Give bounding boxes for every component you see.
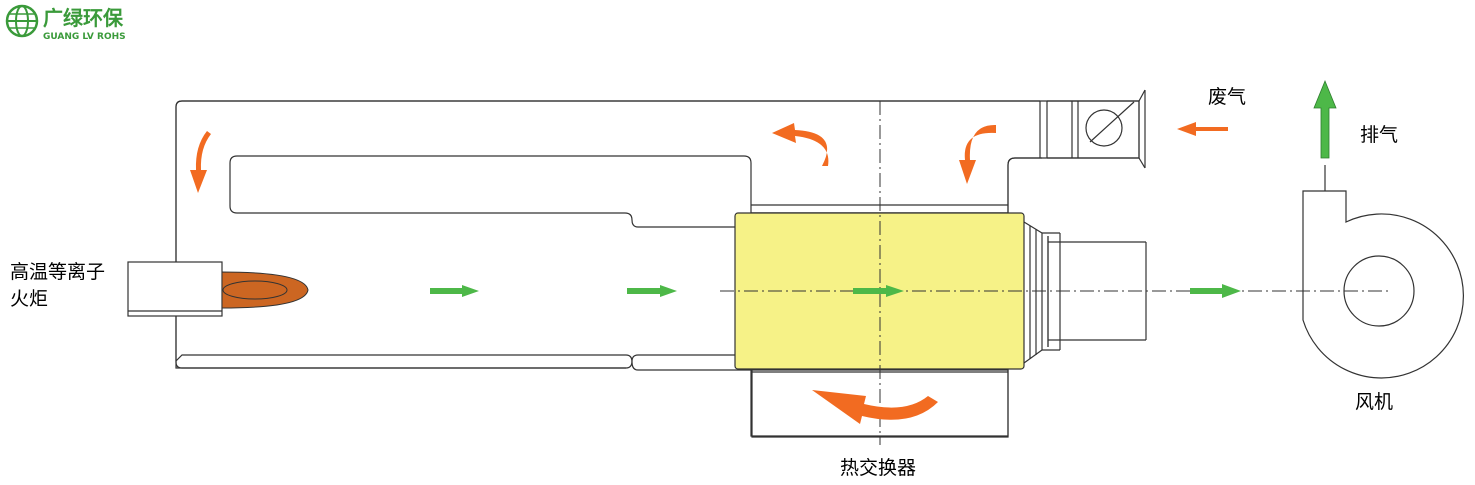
orange-circulation-arrows bbox=[190, 122, 1228, 424]
logo: 广绿环保 GUANG LV ROHS bbox=[5, 4, 126, 42]
flow-arrow-right bbox=[627, 285, 677, 297]
exhaust-arrow-up bbox=[1313, 79, 1337, 159]
circulation-arrow bbox=[812, 390, 938, 424]
torch-label-line1: 高温等离子 bbox=[10, 261, 105, 283]
globe-icon bbox=[5, 4, 39, 38]
duct-outer-loop bbox=[175, 100, 1040, 369]
flow-arrow-right bbox=[853, 285, 904, 297]
circulation-arrow bbox=[190, 131, 211, 193]
circulation-arrow bbox=[772, 123, 829, 166]
outlet-duct bbox=[1023, 221, 1147, 364]
heat-exchanger-label: 热交换器 bbox=[840, 457, 916, 479]
circulation-arrow bbox=[959, 124, 996, 184]
plasma-torch bbox=[127, 261, 223, 317]
circulation-arrow bbox=[1177, 122, 1228, 136]
duct-inner-passage bbox=[229, 155, 752, 228]
logo-subtitle: GUANG LV ROHS bbox=[43, 32, 126, 42]
green-flow-arrows bbox=[430, 79, 1337, 298]
exhaust-label: 排气 bbox=[1360, 124, 1398, 146]
torch-label-line2: 火炬 bbox=[10, 288, 48, 310]
waste-gas-label: 废气 bbox=[1208, 86, 1246, 108]
logo-title: 广绿环保 bbox=[43, 6, 124, 30]
damper-valve-icon bbox=[1039, 89, 1146, 169]
fan-label: 风机 bbox=[1355, 391, 1393, 413]
flame bbox=[221, 271, 309, 309]
flow-arrow-right bbox=[430, 285, 479, 297]
centrifugal-fan-icon bbox=[1302, 165, 1464, 379]
flow-arrow-right bbox=[1190, 284, 1241, 298]
